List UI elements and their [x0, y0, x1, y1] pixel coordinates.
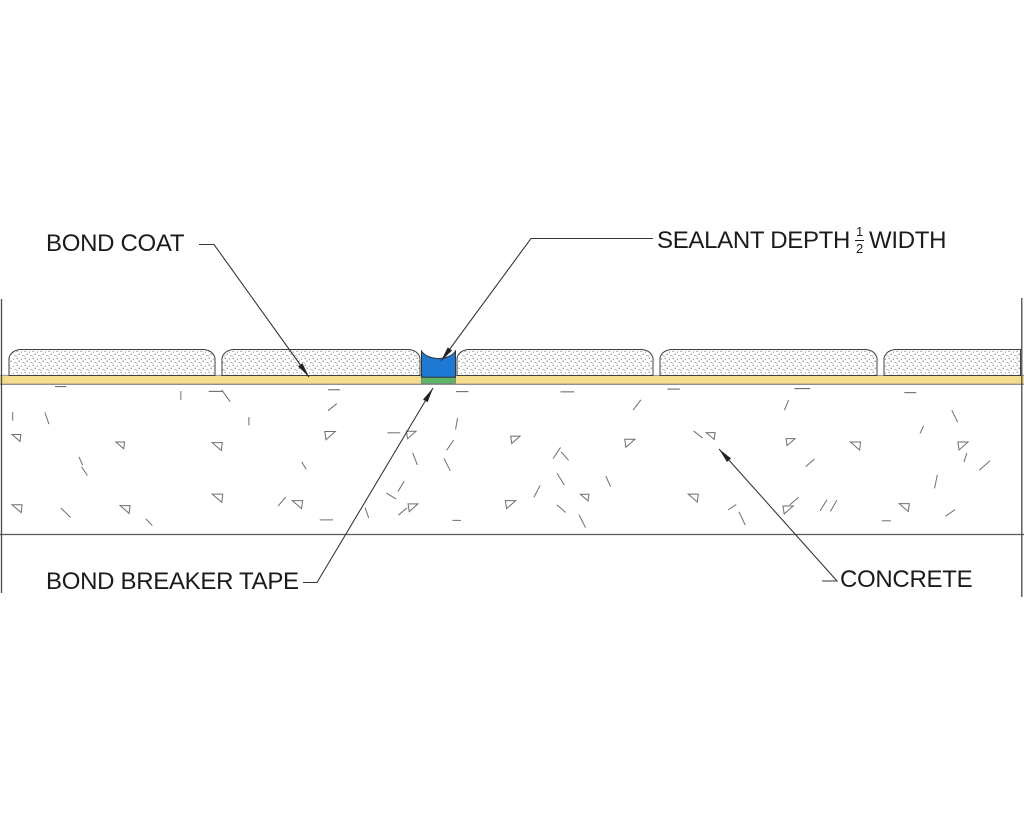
concrete-hatch-tick [693, 430, 703, 439]
concrete-label: CONCRETE [840, 566, 973, 593]
concrete-hatch [10, 386, 991, 528]
leader-arrowhead [719, 449, 732, 462]
concrete-hatch-tick [560, 451, 569, 461]
concrete-hatch-tick [44, 412, 50, 425]
one-half-fraction: 1 2 [855, 225, 864, 255]
concrete-hatch-triangle [210, 493, 224, 504]
concrete-hatch-tick [951, 410, 959, 423]
concrete-hatch-tick [78, 456, 84, 466]
fraction-denominator: 2 [856, 240, 863, 256]
concrete-hatch-triangle [114, 441, 126, 450]
concrete-hatch-triangle [785, 438, 797, 447]
bond-coat-leader [199, 243, 310, 378]
sealant-depth-label-pre: SEALANT DEPTH [657, 227, 851, 254]
concrete-hatch-tick [301, 461, 307, 470]
concrete-hatch-tick [605, 475, 612, 487]
leader-lines [199, 237, 839, 584]
leader-arrowhead [441, 347, 453, 361]
concrete-hatch-triangle [579, 493, 590, 502]
sealant-bead [421, 349, 456, 378]
concrete-hatch-triangle [324, 430, 337, 441]
tile [221, 349, 421, 376]
concrete-hatch-triangle [407, 503, 420, 513]
concrete-hatch-triangle [118, 505, 131, 515]
concrete-hatch-tick [60, 507, 72, 518]
concrete-hatch-tick [145, 518, 153, 527]
concrete-hatch-tick [805, 458, 815, 468]
concrete-hatch-tick [327, 403, 338, 412]
tile [8, 349, 216, 376]
concrete-hatch-triangle [704, 432, 716, 441]
concrete-hatch-tick [364, 507, 370, 519]
concrete-hatch-tick [443, 458, 451, 472]
concrete-hatch-tick [783, 399, 790, 411]
bond-coat-layer [0, 374, 1024, 385]
concrete-hatch-triangle [897, 503, 910, 513]
bond-coat-label: BOND COAT [46, 230, 185, 257]
concrete-hatch-tick [397, 480, 405, 492]
tile-layer [8, 349, 1021, 376]
tile [659, 349, 878, 376]
concrete-hatch-tick [398, 507, 408, 516]
concrete-hatch-tick [945, 509, 956, 517]
concrete-hatch-tick [829, 500, 838, 512]
concrete-hatch-triangle [686, 493, 699, 504]
concrete-hatch-tick [934, 474, 938, 489]
concrete-hatch-tick [919, 425, 925, 434]
tile [456, 349, 654, 376]
concrete-hatch-tick [81, 466, 88, 476]
concrete-hatch-tick [556, 504, 567, 513]
concrete-hatch-tick [963, 453, 968, 463]
concrete-hatch-tick [277, 496, 287, 507]
concrete-leader [718, 448, 839, 582]
sealant-depth-label-post: WIDTH [868, 227, 947, 254]
concrete-hatch-triangle [10, 433, 22, 443]
concrete-hatch-triangle [510, 435, 522, 445]
bond-coat-fill [0, 375, 1024, 384]
concrete-hatch-triangle [624, 438, 637, 449]
concrete-hatch-triangle [957, 441, 970, 451]
concrete-hatch-tick [455, 417, 459, 430]
leader-arrowheads [298, 347, 732, 462]
concrete-hatch-tick [819, 499, 828, 512]
concrete-hatch-triangle [10, 504, 23, 514]
concrete-hatch-tick [552, 447, 561, 459]
concrete-hatch-tick [632, 399, 642, 411]
concrete-hatch-tick [727, 504, 737, 511]
concrete-hatch-triangle [849, 441, 862, 452]
concrete-hatch-tick [533, 485, 541, 498]
bond-breaker-tape-label: BOND BREAKER TAPE [46, 568, 299, 595]
concrete-hatch-tick [386, 492, 397, 500]
concrete-hatch-triangle [504, 500, 518, 510]
bond-breaker-leader [303, 387, 434, 584]
concrete-hatch-tick [412, 452, 418, 466]
concrete-hatch-tick [446, 439, 455, 451]
concrete-hatch-triangle [782, 505, 795, 515]
concrete-hatch-tick [978, 460, 991, 471]
leader-arrowhead [298, 363, 309, 377]
concrete-hatch-triangle [405, 430, 418, 440]
concrete-hatch-tick [556, 472, 565, 486]
concrete-hatch-triangle [210, 442, 223, 452]
bond-breaker-tape-strip [421, 376, 456, 385]
concrete-hatch-tick [789, 496, 799, 506]
sealant-depth-label: SEALANT DEPTH 1 2 WIDTH [657, 224, 946, 258]
tile [883, 349, 1021, 376]
fraction-numerator: 1 [855, 223, 864, 241]
concrete-hatch-tick [221, 389, 231, 403]
concrete-hatch-triangle [290, 500, 304, 510]
sealant-leader [440, 237, 653, 362]
concrete-hatch-tick [578, 514, 586, 528]
concrete-hatch-tick [738, 511, 746, 526]
leader-arrowhead [422, 388, 433, 403]
